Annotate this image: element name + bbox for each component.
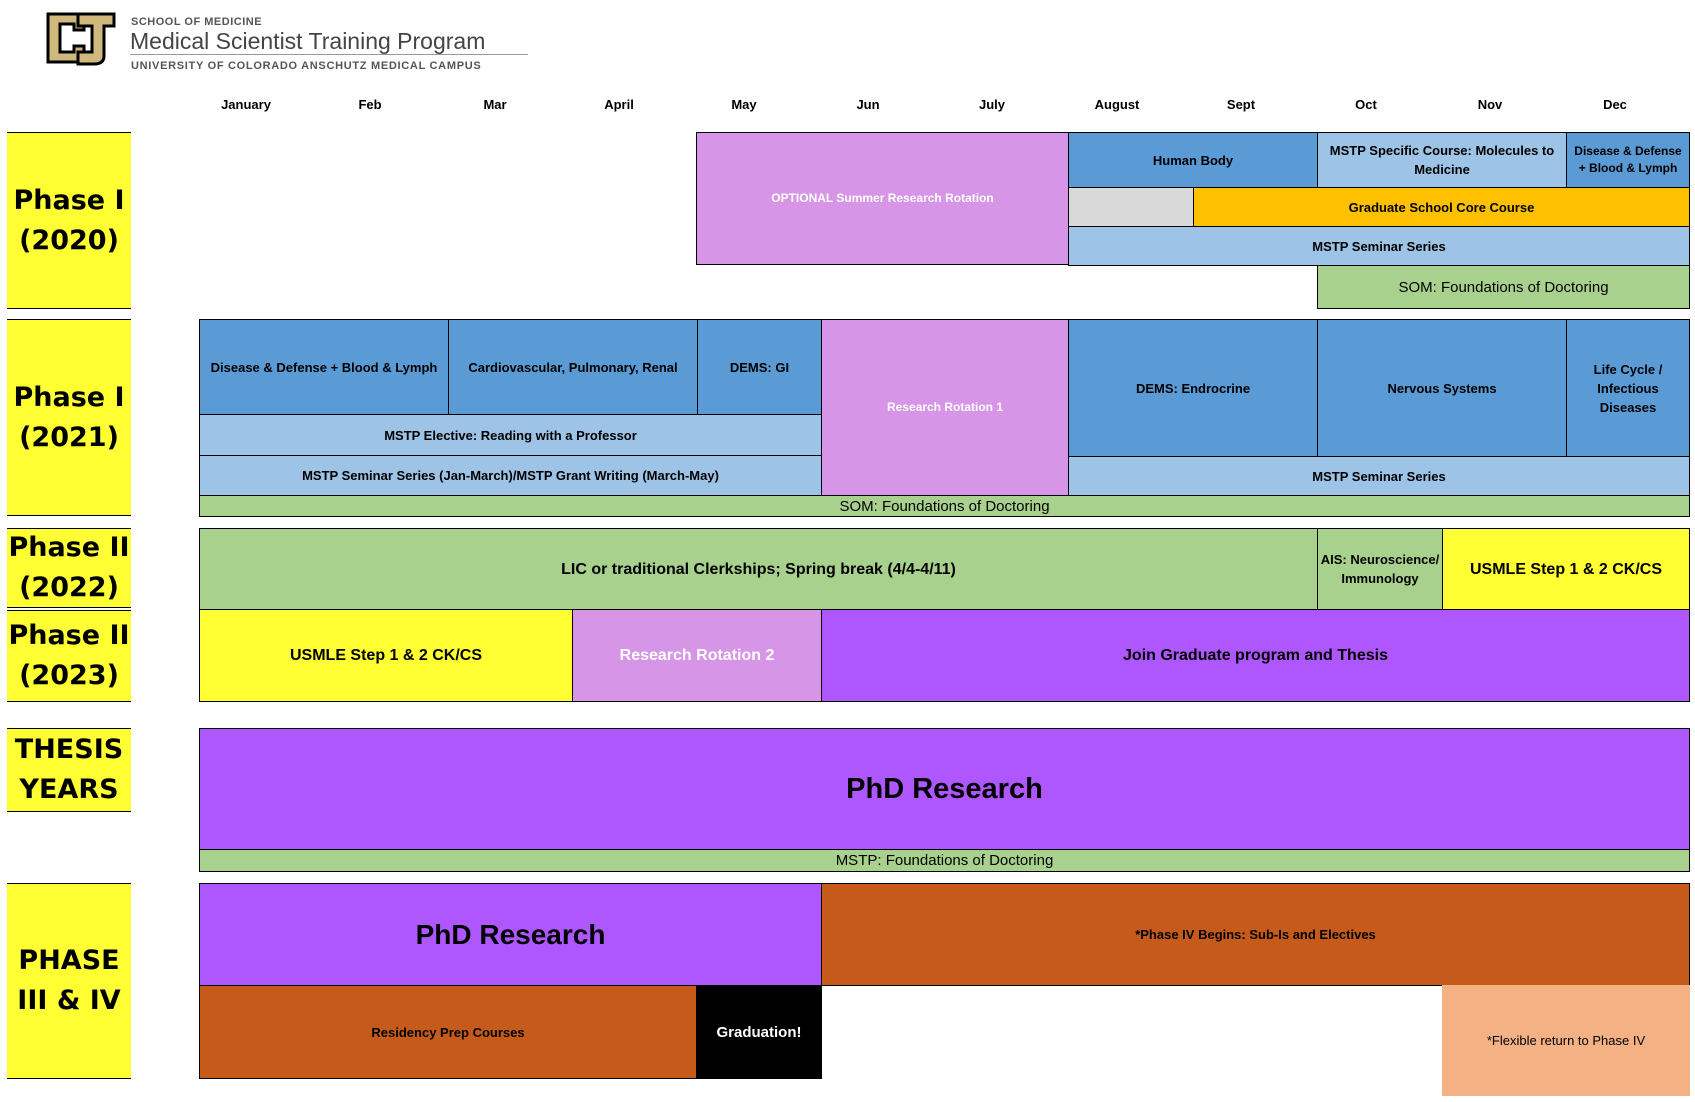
phase-label-phase2-2023: Phase II(2023) [7, 610, 131, 702]
phase-label-phase1-2020: Phase I(2020) [7, 132, 131, 309]
mstp-elective-block: MSTP Elective: Reading with a Professor [199, 414, 822, 456]
research-rotation-2-block: Research Rotation 2 [572, 609, 822, 702]
residency-prep-block: Residency Prep Courses [199, 985, 697, 1079]
mstp-specific-course-block: MSTP Specific Course: Molecules to Medic… [1317, 132, 1567, 188]
mstp-seminar-grant-block: MSTP Seminar Series (Jan-March)/MSTP Gra… [199, 455, 822, 496]
phase-iv-begins-block: *Phase IV Begins: Sub-Is and Electives [821, 883, 1690, 986]
disease-defense-block: Disease & Defense + Blood & Lymph [199, 319, 449, 415]
logo-divider [130, 54, 528, 55]
lic-clerkships-block: LIC or traditional Clerkships; Spring br… [199, 528, 1318, 610]
month-header: Feb [358, 97, 382, 112]
phd-research-block: PhD Research [199, 728, 1690, 850]
graduate-core-course-block: Graduate School Core Course [1193, 187, 1690, 227]
phd-research-block: PhD Research [199, 883, 822, 986]
month-header: May [731, 97, 757, 112]
cardio-pulmonary-renal-block: Cardiovascular, Pulmonary, Renal [448, 319, 698, 415]
month-header: Sept [1226, 97, 1256, 112]
usmle-block: USMLE Step 1 & 2 CK/CS [199, 609, 573, 702]
human-body-block: Human Body [1068, 132, 1318, 188]
flexible-return-block: *Flexible return to Phase IV [1442, 985, 1690, 1096]
program-title: Medical Scientist Training Program [130, 28, 486, 54]
cu-logo-icon [46, 12, 116, 66]
ais-block: AIS: Neuroscience/Immunology [1317, 528, 1443, 610]
phase-label-phase1-2021: Phase I(2021) [7, 319, 131, 516]
optional-summer-research-block: OPTIONAL Summer Research Rotation [696, 132, 1069, 265]
som-foundations-block: SOM: Foundations of Doctoring [1317, 265, 1690, 309]
month-header: Oct [1355, 97, 1377, 112]
som-foundations-block: SOM: Foundations of Doctoring [199, 495, 1690, 517]
month-header: July [978, 97, 1005, 112]
nervous-systems-block: Nervous Systems [1317, 319, 1567, 457]
mstp-seminar-block: MSTP Seminar Series [1068, 226, 1690, 266]
campus-label: UNIVERSITY OF COLORADO ANSCHUTZ MEDICAL … [131, 60, 482, 72]
school-label: SCHOOL OF MEDICINE [131, 16, 263, 28]
month-header: Dec [1603, 97, 1627, 112]
disease-defense-block: Disease & Defense + Blood & Lymph [1566, 132, 1690, 188]
dems-endocrine-block: DEMS: Endrocrine [1068, 319, 1318, 457]
phase-label-phase2-2022: Phase II(2022) [7, 528, 131, 608]
gap-block [1068, 187, 1194, 227]
month-header: Jun [856, 97, 880, 112]
month-header: Mar [483, 97, 507, 112]
month-header: January [221, 97, 271, 112]
research-rotation-1-block: Research Rotation 1 [821, 319, 1069, 496]
usmle-block: USMLE Step 1 & 2 CK/CS [1442, 528, 1690, 610]
join-graduate-program-block: Join Graduate program and Thesis [821, 609, 1690, 702]
mstp-foundations-block: MSTP: Foundations of Doctoring [199, 849, 1690, 872]
life-cycle-block: Life Cycle / Infectious Diseases [1566, 319, 1690, 457]
month-header: April [604, 97, 634, 112]
month-header: August [1094, 97, 1140, 112]
dems-gi-block: DEMS: GI [697, 319, 822, 415]
graduation-block: Graduation! [696, 985, 822, 1079]
month-header: Nov [1477, 97, 1503, 112]
mstp-seminar-block: MSTP Seminar Series [1068, 456, 1690, 496]
